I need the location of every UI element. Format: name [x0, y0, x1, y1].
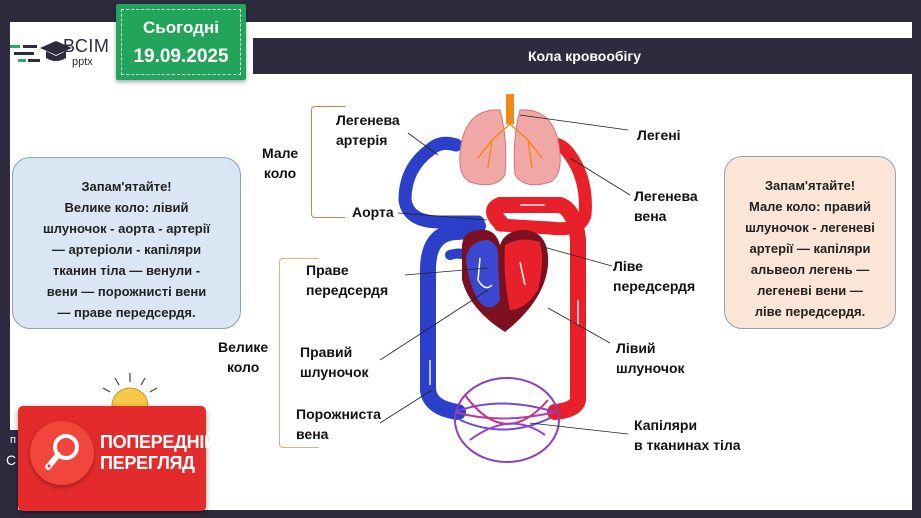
note-line: легеневі вени —	[757, 283, 863, 298]
magnifier-icon	[30, 421, 94, 485]
note-line: — артеріоли - капіляри	[51, 242, 202, 257]
note-line: вени — порожнисті вени	[46, 284, 207, 299]
label-left-atrium: Ліве передсердя	[613, 258, 696, 294]
preview-label: ПОПЕРЕДНІЙ ПЕРЕГЛЯД	[100, 432, 217, 473]
preview-button[interactable]: ПОПЕРЕДНІЙ ПЕРЕГЛЯД	[18, 406, 217, 511]
note-line: Велике коло: лівий	[64, 200, 189, 215]
date-badge: Сьогодні 19.09.2025	[116, 4, 246, 80]
note-line: артерії — капіляри	[749, 241, 871, 256]
note-line: ліве передсердя.	[754, 304, 866, 319]
note-line: тканин тіла — венули -	[52, 263, 201, 278]
small-circle-bracket	[311, 106, 345, 218]
logo-text: ВСІМ	[63, 36, 110, 56]
side-fragment: п С	[0, 430, 18, 518]
slide-title-text: Кола кровообігу	[527, 48, 642, 64]
small-circle-label: Мале коло	[262, 145, 299, 181]
label-pulmonary-vein: Легенева вена	[634, 188, 698, 224]
date-value: 19.09.2025	[133, 46, 229, 67]
note-line: Мале коло: правий	[748, 199, 872, 214]
note-line: шлуночок - аорта - артерії	[42, 221, 211, 236]
note-line: — праве передсердя.	[57, 305, 196, 320]
large-circle-bracket	[279, 258, 319, 448]
label-vena-cava: Порожниста вена	[296, 406, 381, 442]
label-aorta: Аорта	[352, 204, 394, 220]
note-line: альвеол легень —	[750, 262, 870, 277]
label-right-ventricle: Правий шлуночок	[300, 344, 369, 380]
logo-mortarboard-icon	[10, 41, 72, 62]
note-line: Запам'ятайте!	[764, 178, 856, 193]
label-left-ventricle: Лівий шлуночок	[616, 340, 685, 376]
date-label: Сьогодні	[143, 18, 219, 37]
note-large-circle: Запам'ятайте! Велике коло: лівий шлуночо…	[12, 157, 241, 329]
label-right-atrium: Праве передсердя	[306, 262, 389, 298]
logo-subtext: pptx	[72, 56, 93, 68]
large-circle-label: Велике коло	[218, 339, 269, 375]
note-small-circle: Запам'ятайте! Мале коло: правий шлуночок…	[724, 156, 896, 329]
label-lungs: Легені	[637, 127, 681, 143]
label-capillaries: Капіляри в тканинах тіла	[634, 417, 741, 453]
label-pulmonary-artery: Легенева артерія	[336, 112, 400, 148]
slide-title: Кола кровообігу	[253, 38, 916, 74]
note-line: Запам'ятайте!	[81, 179, 172, 194]
note-line: шлуночок - легеневі	[745, 220, 875, 235]
